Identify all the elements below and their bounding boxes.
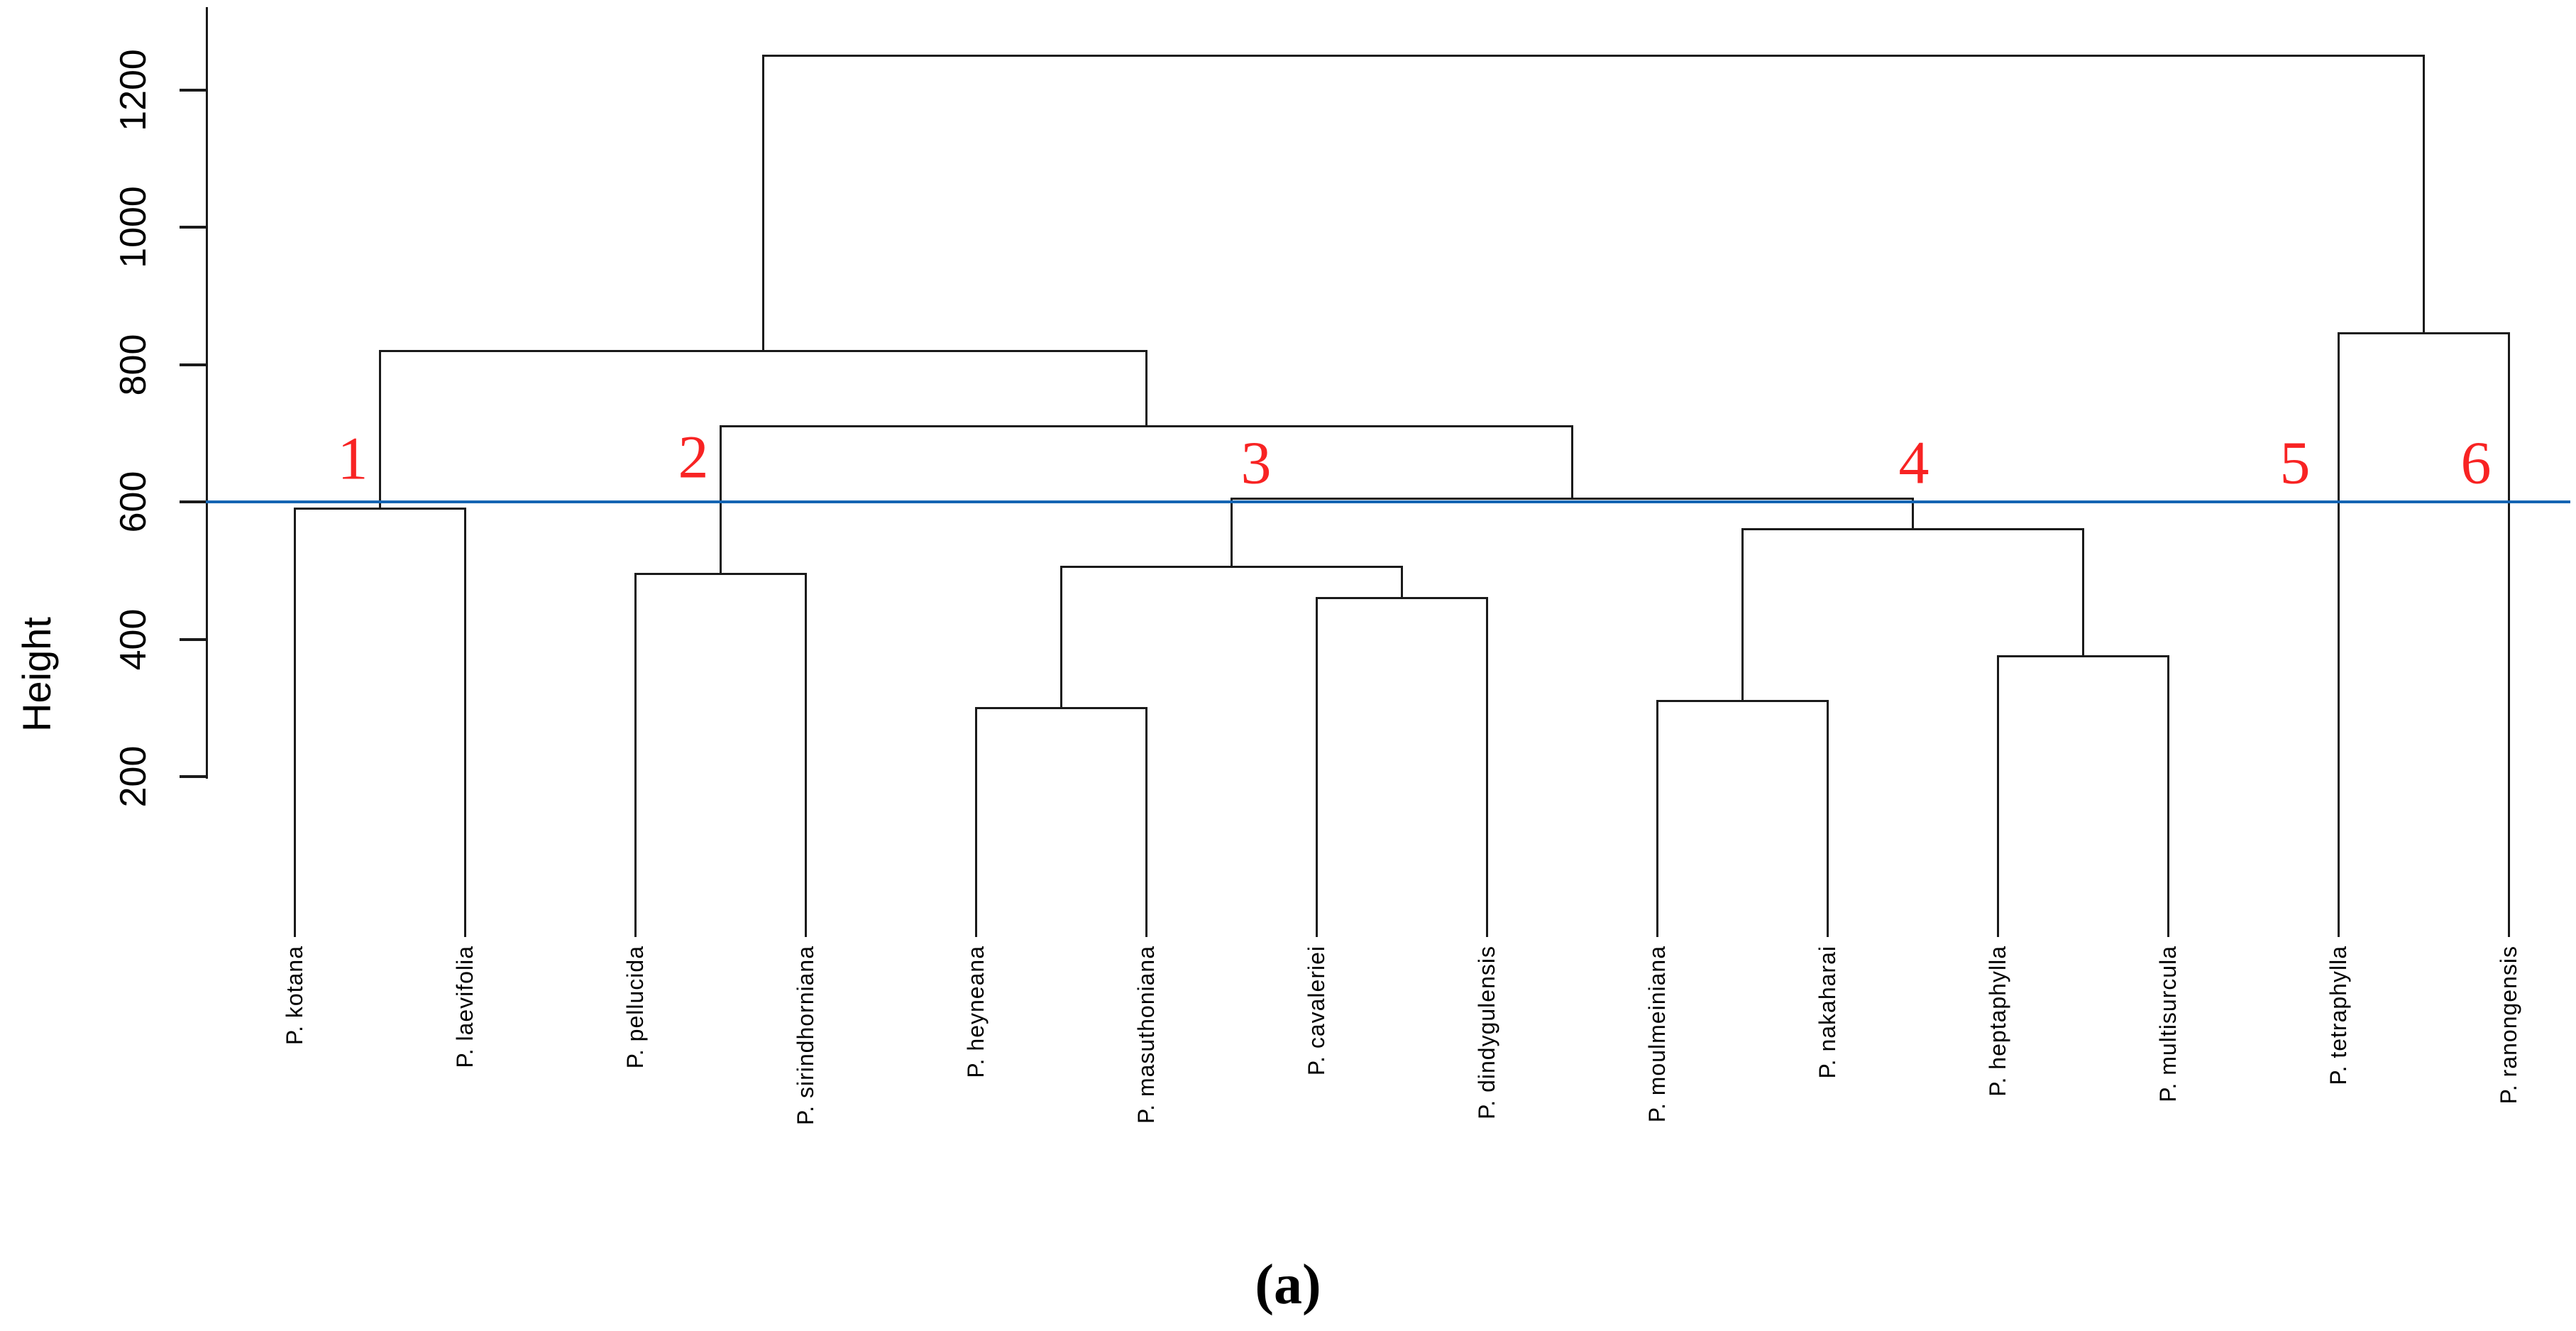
panel-caption: (a) (1255, 1254, 1321, 1316)
leaf-label: P. sirindhorniana (793, 946, 818, 1126)
leaf-label: P. heptaphylla (1985, 946, 2010, 1097)
y-axis-tick-label: 600 (113, 471, 154, 533)
dendrogram-link (1315, 598, 1318, 937)
dendrogram-link (719, 425, 1573, 428)
dendrogram-link (2337, 332, 2510, 335)
y-axis-title: Height (14, 617, 59, 732)
dendrogram-link (293, 508, 466, 510)
dendrogram-link (1656, 701, 1658, 937)
dendrogram-link (719, 426, 722, 574)
dendrogram-link (463, 508, 466, 937)
leaf-label: P. heyneana (963, 946, 989, 1078)
dendrogram-link (1230, 497, 1914, 500)
dendrogram-link (974, 706, 1147, 709)
dendrogram-link (2422, 55, 2425, 334)
dendrogram-link (761, 54, 2425, 57)
cut-line (206, 500, 2570, 503)
dendrogram-link (1911, 498, 1914, 530)
leaf-label: P. multisurcula (2155, 946, 2181, 1102)
leaf-label: P. masuthoniana (1133, 946, 1159, 1124)
dendrogram-link (1059, 566, 1403, 569)
dendrogram-link (761, 55, 764, 351)
y-axis-tick (180, 226, 207, 229)
cluster-number-5: 5 (2279, 428, 2311, 497)
dendrogram-link (2167, 656, 2169, 937)
dendrogram-link (1996, 656, 1999, 937)
cluster-number-3: 3 (1240, 428, 1272, 497)
dendrogram-link (804, 574, 807, 937)
dendrogram-link (378, 351, 381, 509)
dendrogram-link (293, 508, 296, 937)
dendrogram-link (1741, 528, 2084, 531)
dendrogram-link (1741, 529, 1744, 701)
y-axis-tick-label: 200 (113, 745, 154, 808)
leaf-label: P. nakaharai (1815, 946, 1840, 1079)
leaf-label: P. moulmeiniana (1644, 946, 1670, 1123)
dendrogram-link (1145, 351, 1147, 427)
dendrogram-link (1570, 426, 1573, 499)
leaf-label: P. kotana (282, 946, 307, 1046)
dendrogram-link (634, 573, 807, 576)
cluster-number-4: 4 (1898, 428, 1930, 497)
y-axis-tick (180, 500, 207, 503)
leaf-label: P. tetraphylla (2325, 946, 2351, 1085)
dendrogram-link (1485, 598, 1488, 937)
leaf-label: P. ranongensis (2496, 946, 2521, 1105)
y-axis-tick-label: 1200 (113, 48, 154, 131)
y-axis-tick-label: 1000 (113, 186, 154, 268)
dendrogram-link (974, 708, 977, 937)
leaf-label: P. laevifolia (452, 946, 478, 1068)
dendrogram-link (378, 349, 1147, 352)
y-axis-line (206, 7, 208, 779)
y-axis-tick (180, 363, 207, 366)
dendrogram-link (1996, 655, 2169, 658)
dendrogram-link (1826, 701, 1829, 937)
dendrogram-link (2337, 333, 2340, 937)
leaf-label: P. cavaleriei (1304, 946, 1329, 1076)
dendrogram-link (1145, 708, 1147, 937)
dendrogram-link (1059, 566, 1062, 708)
y-axis-tick (180, 775, 207, 778)
dendrogram-link (1656, 700, 1829, 703)
y-axis-tick-label: 800 (113, 334, 154, 395)
dendrogram-link (2507, 333, 2510, 937)
dendrogram-link (2081, 529, 2084, 657)
dendrogram-link (1400, 566, 1403, 598)
y-axis-tick (180, 88, 207, 92)
y-axis-tick (180, 637, 207, 641)
cluster-number-2: 2 (678, 422, 709, 491)
dendrogram-link (634, 574, 637, 937)
leaf-label: P. pellucida (622, 946, 648, 1069)
dendrogram-link (1230, 498, 1233, 567)
y-axis-tick-label: 400 (113, 608, 154, 670)
cluster-number-6: 6 (2460, 428, 2492, 497)
dendrogram-link (1315, 596, 1488, 599)
cluster-number-1: 1 (337, 424, 368, 493)
leaf-label: P. dindygulensis (1474, 946, 1499, 1119)
